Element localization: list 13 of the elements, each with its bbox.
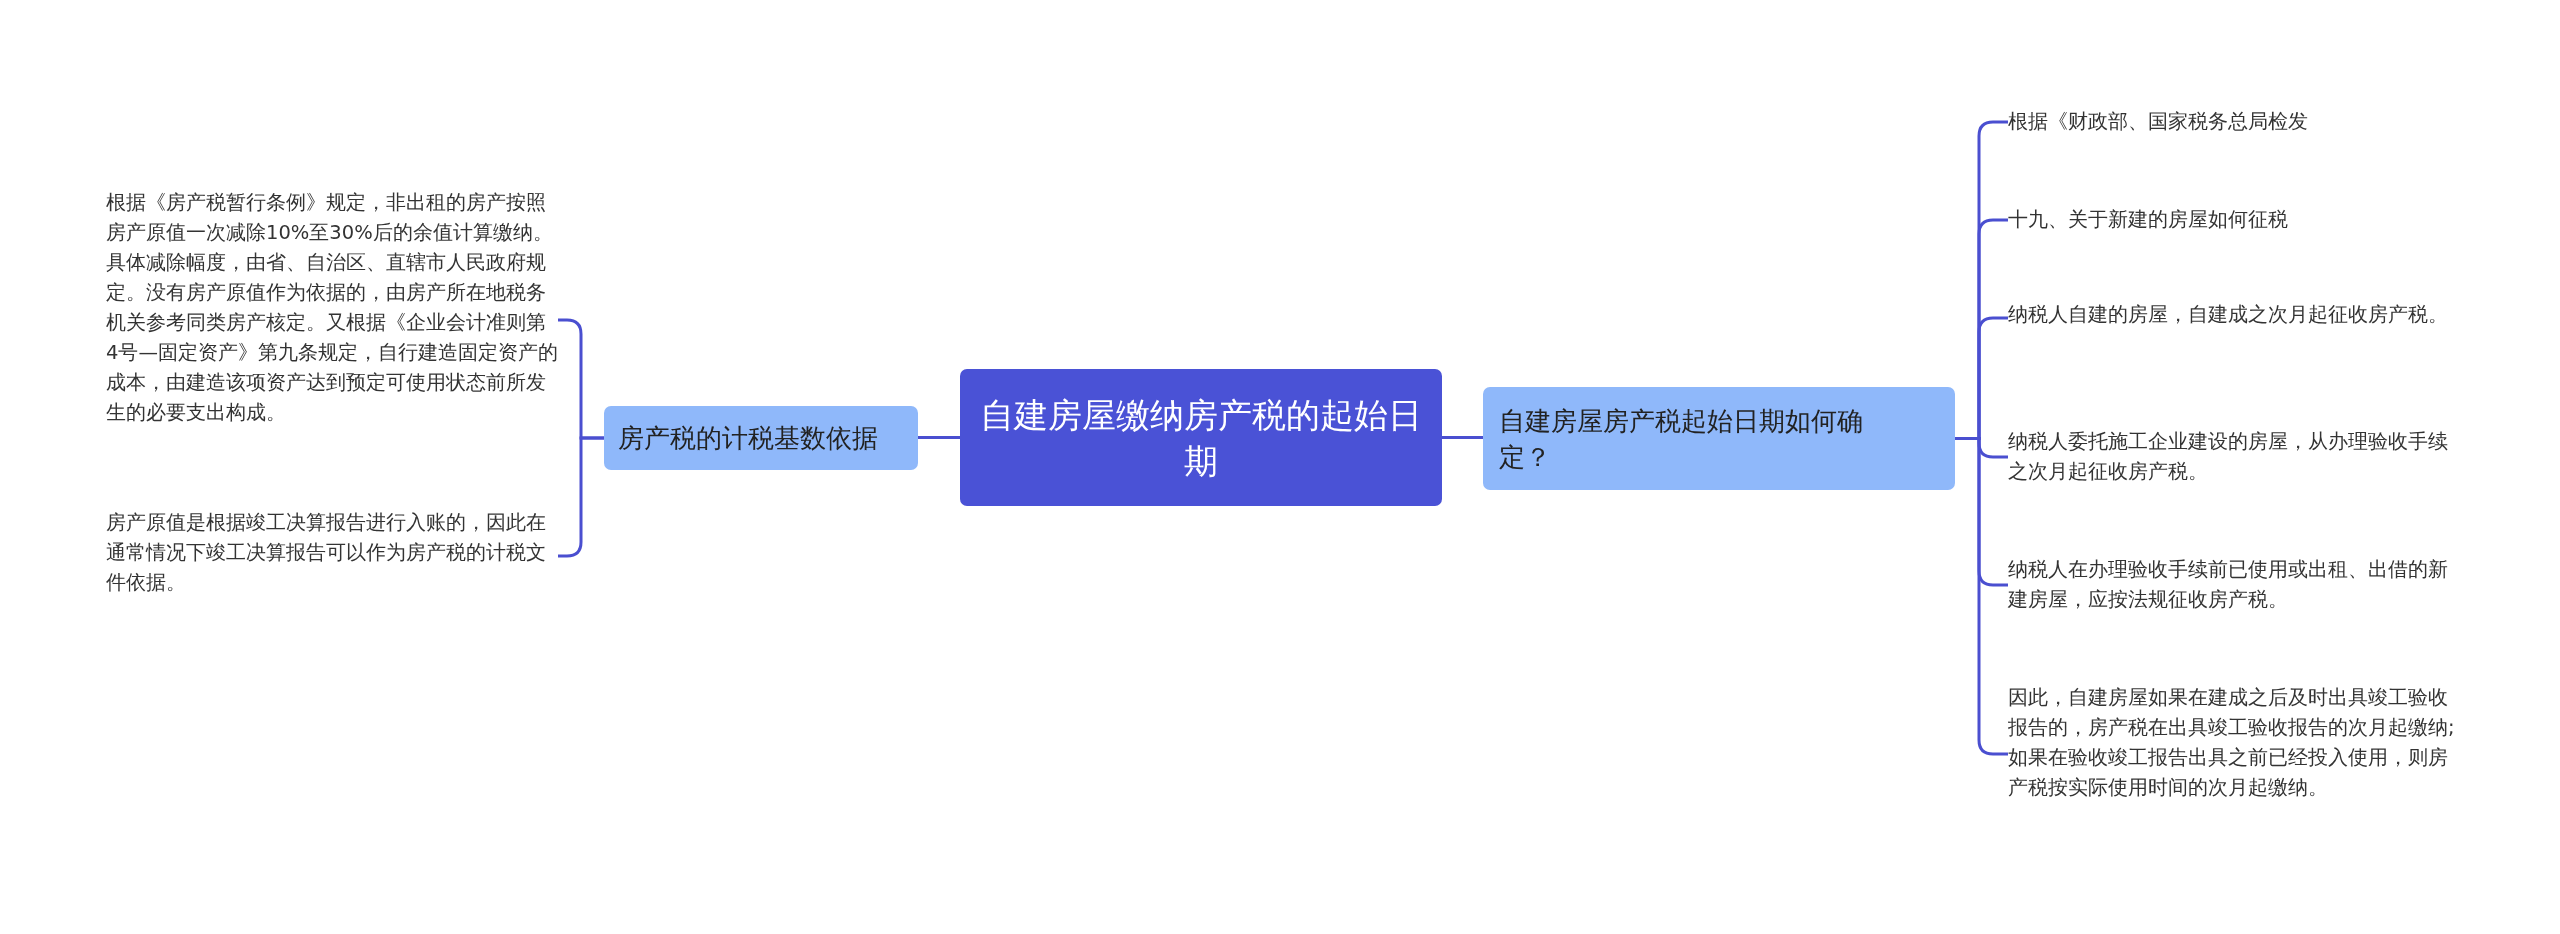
connector-line <box>918 436 960 439</box>
note-text: 十九、关于新建的房屋如何征税 <box>2008 205 2464 235</box>
central-topic-box: 自建房屋缴纳房产税的起始日期 <box>960 369 1442 506</box>
topic-box: 自建房屋房产税起始日期如何确定？ <box>1483 387 1955 490</box>
note-text: 根据《房产税暂行条例》规定，非出租的房产按照房产原值一次减除10%至30%后的余值计算缴纳。具体减除幅度，由省、自治区、直辖市人民政府规定。没有房产原值作为依据的，由房产所在地税务机关参考同类房产核定。又根据《企业会计准则第4号—固定资产》第九条规定，自行建造固定资产的成本，由建造该项资产达到预定可使用状态前所发生的必要支出构成。 <box>106 188 558 428</box>
note-text: 纳税人委托施工企业建设的房屋，从办理验收手续之次月起征收房产税。 <box>2008 427 2464 487</box>
connector-line <box>1442 436 1483 439</box>
note-text: 房产原值是根据竣工决算报告进行入账的，因此在通常情况下竣工决算报告可以作为房产税的计税文件依据。 <box>106 508 558 598</box>
note-text: 纳税人自建的房屋，自建成之次月起征收房产税。 <box>2008 300 2464 330</box>
note-text: 因此，自建房屋如果在建成之后及时出具竣工验收报告的，房产税在出具竣工验收报告的次月起缴纳;如果在验收竣工报告出具之前已经投入使用，则房产税按实际使用时间的次月起缴纳。 <box>2008 683 2464 803</box>
topic-box: 房产税的计税基数依据 <box>604 406 918 470</box>
note-text: 纳税人在办理验收手续前已使用或出租、出借的新建房屋，应按法规征收房产税。 <box>2008 555 2464 615</box>
note-text: 根据《财政部、国家税务总局检发 <box>2008 107 2464 137</box>
